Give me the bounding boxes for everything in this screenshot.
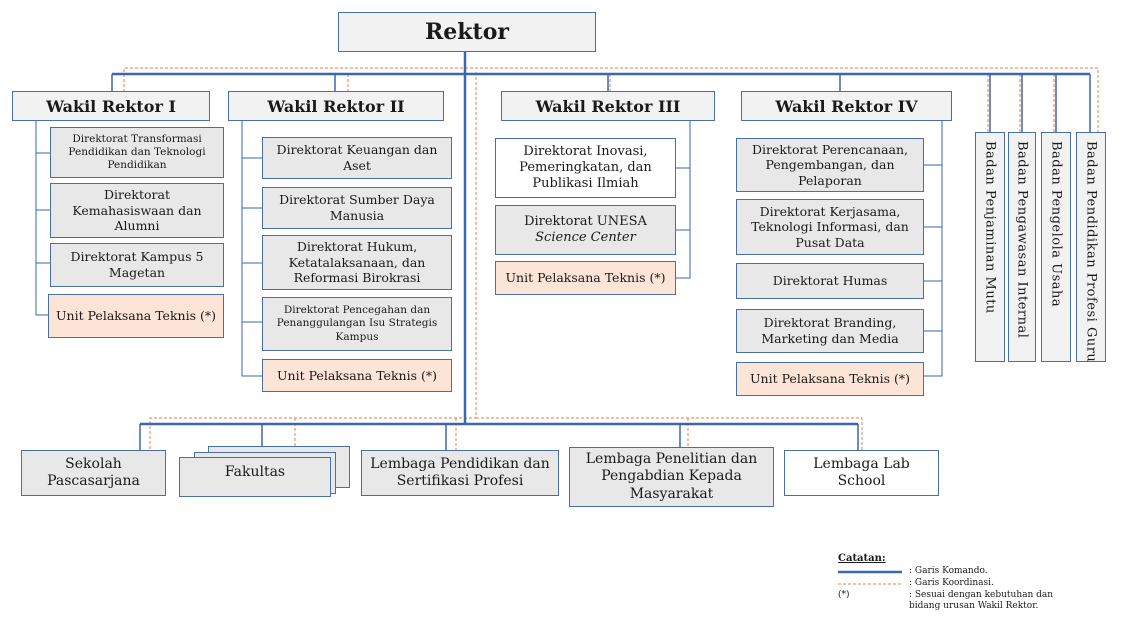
badan-pengawasan-internal: Badan Pengawasan Internal (1008, 132, 1036, 362)
wr4-unit-1: Direktorat Perencanaan, Pengembangan, da… (736, 138, 924, 192)
coordination-lines (123, 67, 1099, 452)
wakil-rektor-1-box: Wakil Rektor I (12, 91, 210, 121)
badan-pendidikan-profesi-guru: Badan Pendidikan Profesi Guru (1076, 132, 1106, 362)
wr2-unit-upt: Unit Pelaksana Teknis (*) (262, 359, 452, 392)
wr4-unit-upt: Unit Pelaksana Teknis (*) (736, 362, 924, 396)
wakil-rektor-4-box: Wakil Rektor IV (741, 91, 952, 121)
wr2-unit-3: Direktorat Hukum, Ketatalaksanaan, dan R… (262, 235, 452, 290)
wr3-unit-1: Direktorat Inovasi, Pemeringkatan, dan P… (495, 138, 676, 198)
legend-coordination: : Garis Koordinasi. (909, 578, 994, 588)
wr2-unit-4: Direktorat Pencegahan dan Penanggulangan… (262, 297, 452, 351)
fakultas-box: Fakultas (179, 457, 331, 497)
wr3-unit-2-line2: Science Center (535, 230, 636, 245)
legend-command: : Garis Komando. (909, 566, 988, 576)
wr3-unit-upt: Unit Pelaksana Teknis (*) (495, 261, 676, 295)
badan-pengelola-usaha: Badan Pengelola Usaha (1041, 132, 1071, 362)
legend-note: : Sesuai dengan kebutuhan dan bidang uru… (909, 590, 1054, 611)
wr1-unit-1: Direktorat Transformasi Pendidikan dan T… (50, 127, 224, 178)
lembaga-lab-school-box: Lembaga Lab School (784, 450, 939, 496)
command-lines (111, 52, 1091, 450)
wr2-unit-2: Direktorat Sumber Daya Manusia (262, 187, 452, 229)
wr1-unit-2: Direktorat Kemahasiswaan dan Alumni (50, 183, 224, 238)
wr2-unit-1: Direktorat Keuangan dan Aset (262, 137, 452, 179)
wr4-unit-3: Direktorat Humas (736, 263, 924, 299)
legend-mark: (*) (838, 590, 850, 600)
legend-title: Catatan: (838, 553, 886, 564)
wakil-rektor-2-box: Wakil Rektor II (228, 91, 444, 121)
wr1-unit-upt: Unit Pelaksana Teknis (*) (48, 294, 224, 338)
wr4-unit-2: Direktorat Kerjasama, Teknologi Informas… (736, 199, 924, 255)
wr4-unit-4: Direktorat Branding, Marketing dan Media (736, 309, 924, 353)
lembaga-pendidikan-box: Lembaga Pendidikan dan Sertifikasi Profe… (361, 450, 559, 496)
wr3-unit-2: Direktorat UNESA Science Center (495, 205, 676, 255)
lembaga-penelitian-box: Lembaga Penelitian dan Pengabdian Kepada… (569, 447, 774, 507)
wr3-unit-2-line1: Direktorat UNESA (524, 213, 647, 229)
wr1-unit-3: Direktorat Kampus 5 Magetan (50, 243, 224, 287)
rektor-box: Rektor (338, 12, 596, 52)
sekolah-pascasarjana-box: Sekolah Pascasarjana (21, 450, 166, 496)
wakil-rektor-3-box: Wakil Rektor III (501, 91, 715, 121)
badan-penjaminan-mutu: Badan Penjaminan Mutu (975, 132, 1005, 362)
